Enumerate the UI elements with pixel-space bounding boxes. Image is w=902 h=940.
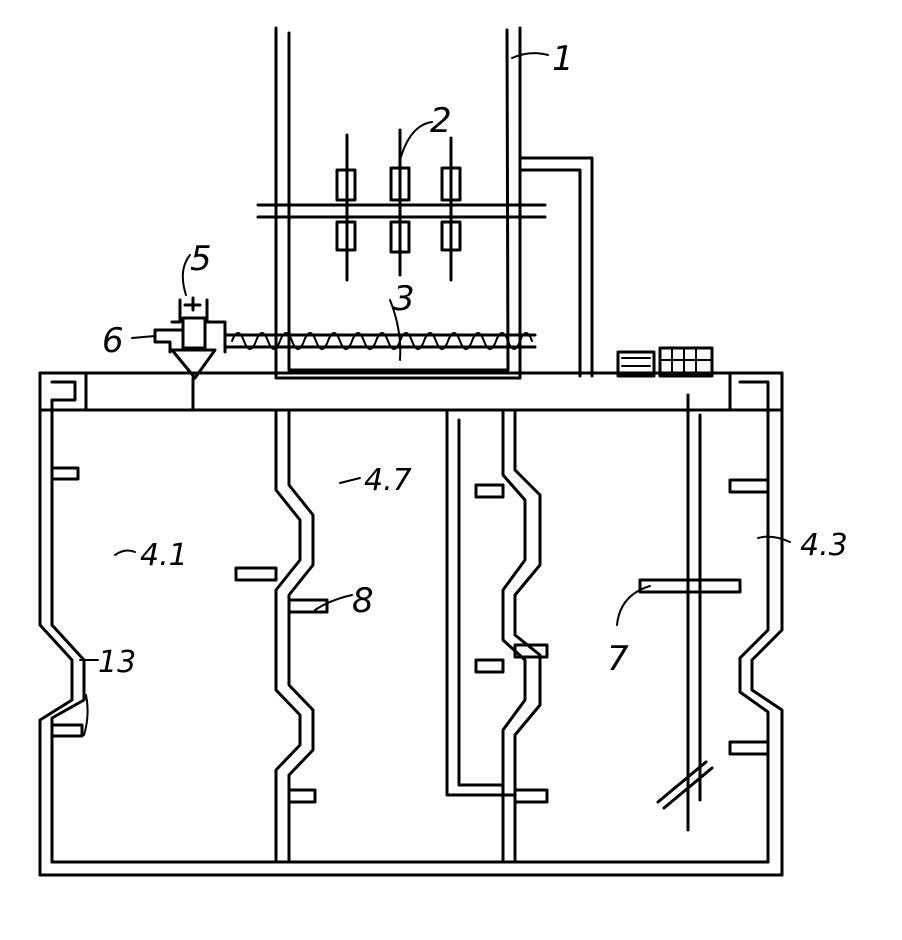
agitator [638,393,742,832]
screw-conveyor [223,332,537,350]
label-chamber-last: 4.3 [800,528,848,563]
label-chamber-middle: 4.7 [364,463,412,498]
label-baffle: 8 [352,581,374,621]
baffle-left-top [50,466,80,481]
baffle-p2-mid-right [513,643,549,659]
blade-3 [440,136,462,282]
baffle-p1-bottom [287,788,317,804]
partition-1 [274,408,315,864]
label-outlet: 6 [102,321,124,361]
blade-1 [335,133,357,282]
baffle-left-bottom [50,723,84,738]
motor [616,346,714,378]
baffle-p2-top [474,483,505,499]
baffle-right-bottom [728,740,770,756]
tank [38,371,784,877]
label-agitator: 7 [607,639,629,679]
label-baffle-left: 13 [98,645,136,680]
blade-2 [389,128,411,277]
baffle-p1-right [287,598,329,614]
label-hopper: 1 [552,39,574,79]
baffle-p1-left [234,566,278,582]
leader-lines [79,52,791,736]
baffle-right-top [728,478,770,494]
labels: 1 2 3 5 6 4.1 4.7 4.3 8 7 13 [98,39,848,680]
label-valve: 5 [190,239,212,279]
baffle-p2-mid [474,658,505,674]
baffles [50,466,770,804]
label-crusher-blades: 2 [430,101,452,141]
valve-outlet [153,296,227,412]
baffle-p2-bottom [513,788,549,804]
partition-2 [445,408,542,864]
label-chamber-first: 4.1 [140,538,188,573]
label-screw-conveyor: 3 [393,279,415,319]
crusher-assembly [256,128,547,282]
hopper [274,26,594,380]
